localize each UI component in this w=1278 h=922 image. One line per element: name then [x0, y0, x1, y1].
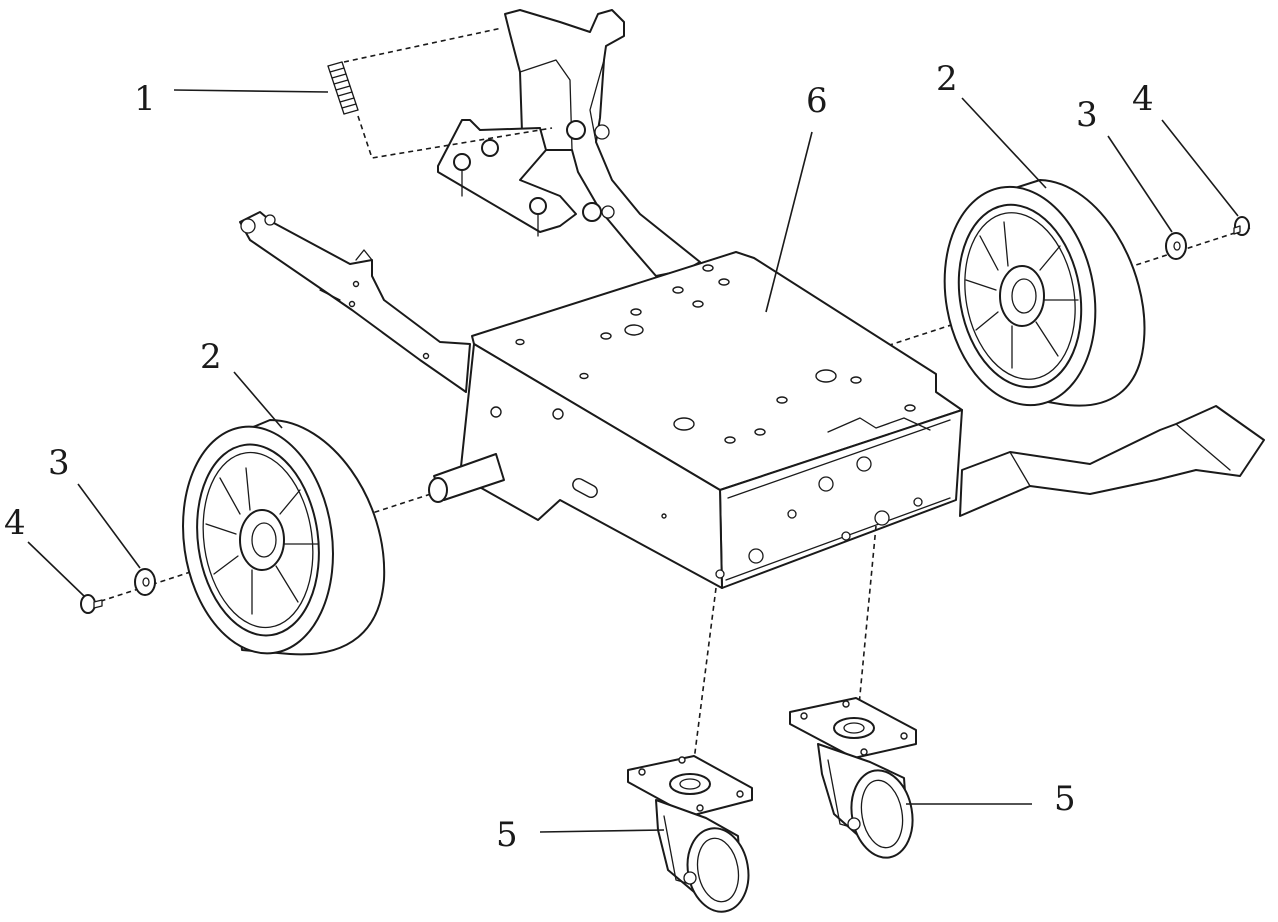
right-caster — [789, 697, 917, 859]
frame-top-holes — [515, 264, 916, 444]
main-frame — [428, 251, 963, 589]
callout-bolt-right: 4 — [1132, 79, 1154, 119]
left-caster — [627, 755, 753, 913]
leader-bolt-right — [1161, 119, 1239, 217]
foot-pedal — [959, 405, 1265, 517]
spring — [327, 27, 553, 159]
right-washer — [1165, 232, 1187, 260]
callout-washer-left: 3 — [48, 443, 70, 483]
left-bolt — [80, 594, 103, 614]
frame-bottom-nuts — [715, 456, 923, 579]
caster-left-guide — [691, 587, 717, 777]
left-wheel — [182, 419, 386, 656]
callout-frame: 6 — [806, 81, 828, 121]
leader-spring — [173, 89, 329, 93]
callout-caster-right: 5 — [1054, 779, 1076, 819]
callout-washer-right: 3 — [1076, 95, 1098, 135]
callout-wheel-left: 2 — [200, 337, 222, 377]
left-washer — [134, 568, 156, 596]
leader-caster-left — [539, 829, 665, 833]
leader-bolt-left — [27, 541, 85, 597]
callout-wheel-right: 2 — [936, 59, 958, 99]
handle-arm — [504, 9, 701, 277]
leader-wheel-right — [961, 97, 1047, 189]
leader-washer-right — [1107, 135, 1173, 233]
caster-right-guide — [857, 525, 877, 717]
left-fork-arm — [239, 211, 471, 393]
right-bolt — [1233, 216, 1250, 236]
mounting-bracket — [437, 119, 577, 237]
callout-spring: 1 — [134, 79, 156, 119]
callout-caster-left: 5 — [496, 815, 518, 855]
right-wheel — [943, 179, 1146, 407]
leader-wheel-left — [233, 371, 283, 429]
leader-frame — [765, 131, 813, 313]
callout-bolt-left: 4 — [4, 503, 26, 543]
leader-washer-left — [77, 483, 141, 569]
